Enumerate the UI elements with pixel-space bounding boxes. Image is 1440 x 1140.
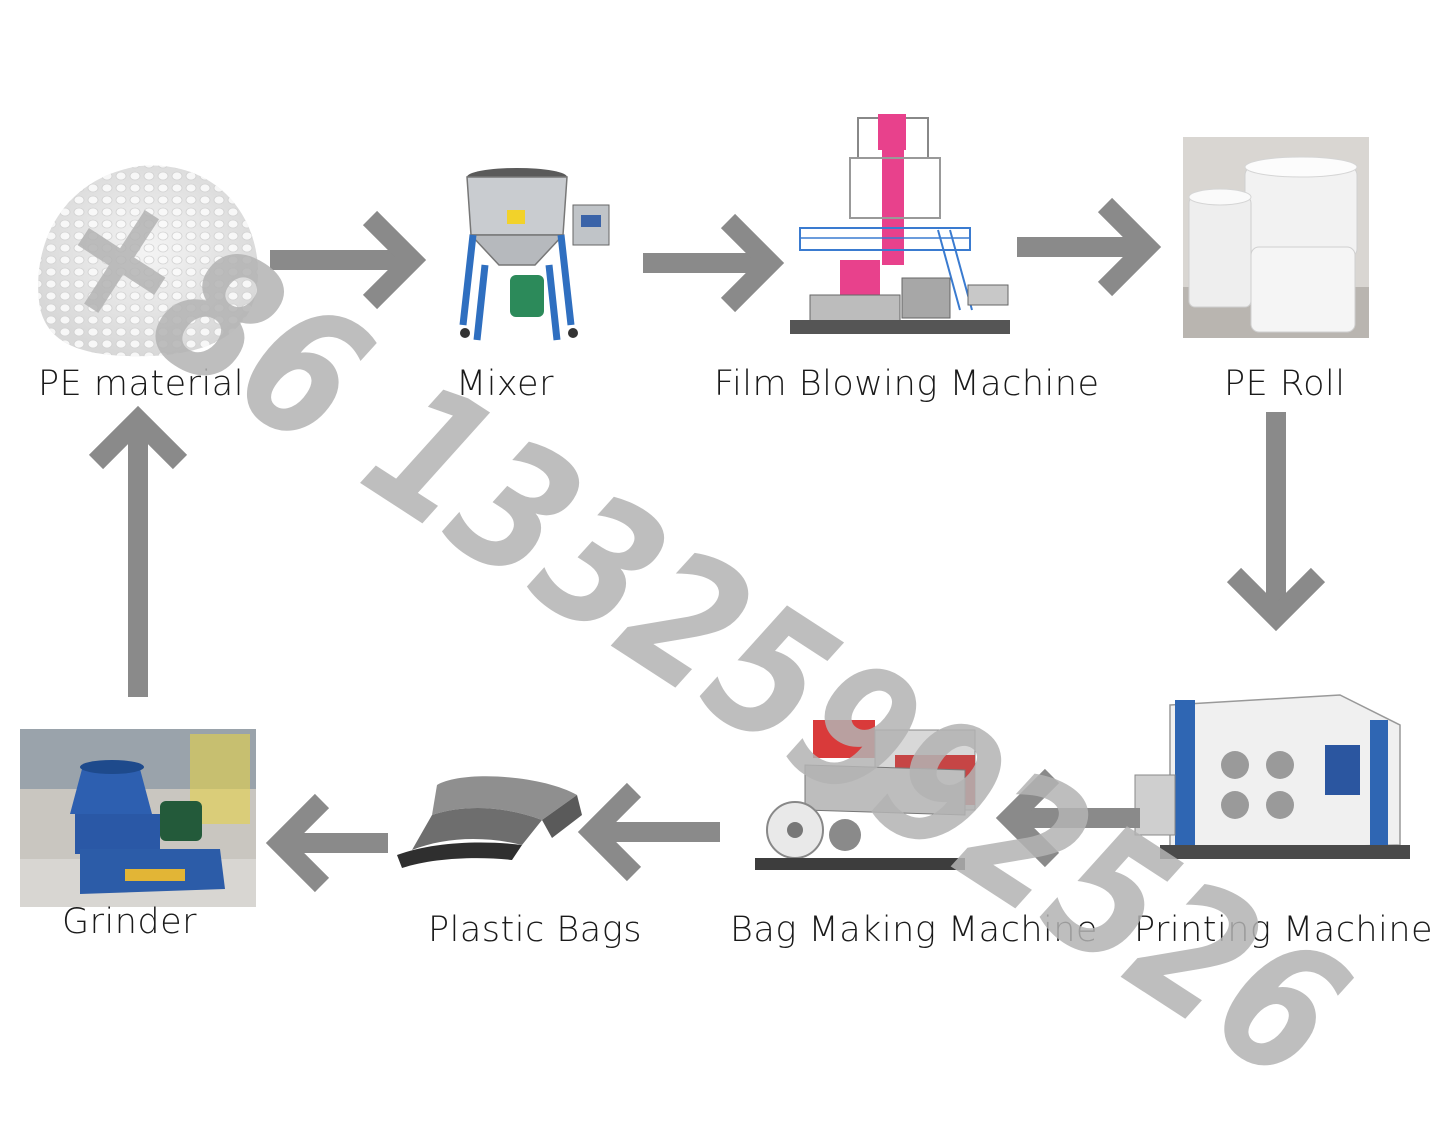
node-label-printing: Printing Machine — [1134, 910, 1434, 950]
node-label-pe-roll: PE Roll — [1224, 364, 1346, 404]
plastic-bags-photo — [397, 776, 582, 868]
bag-making-machine-photo — [755, 720, 976, 870]
arrow-mixer-to-film-blowing — [643, 213, 785, 313]
pe-pellets-photo — [38, 165, 259, 357]
arrow-pe-material-to-mixer — [270, 210, 427, 310]
arrow-bag-making-to-plastic-bags — [577, 782, 720, 882]
node-label-grinder: Grinder — [62, 902, 198, 942]
node-label-mixer: Mixer — [456, 364, 554, 404]
arrow-plastic-bags-to-grinder — [265, 793, 388, 893]
arrow-pe-roll-to-printing — [1226, 412, 1326, 632]
printing-machine-photo — [1134, 694, 1410, 859]
film-blowing-machine-photo — [790, 114, 1010, 334]
arrow-film-blowing-to-pe-roll — [1017, 197, 1162, 297]
arrow-printing-to-bag-making — [995, 768, 1140, 868]
mixer-machine-photo — [459, 168, 610, 341]
grinder-machine-photo — [20, 729, 256, 907]
node-label-plastic-bags: Plastic Bags — [428, 910, 642, 950]
node-label-film-blowing: Film Blowing Machine — [714, 364, 1100, 404]
pe-roll-photo — [1183, 137, 1369, 338]
arrow-grinder-to-pe-material — [88, 405, 188, 697]
node-label-bag-making: Bag Making Machine — [730, 910, 1098, 950]
node-label-pe-material: PE material — [38, 364, 244, 404]
